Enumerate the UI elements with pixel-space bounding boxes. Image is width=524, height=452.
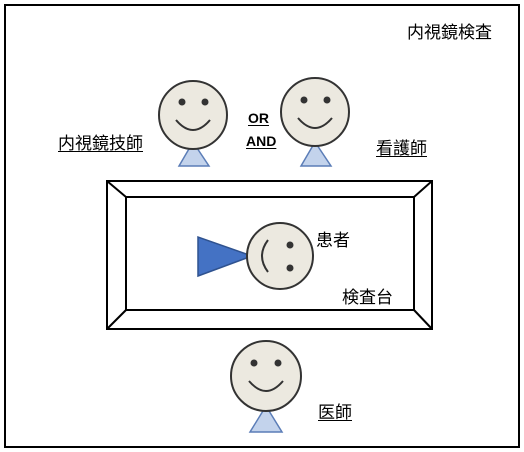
- endoscopist-label: 内視鏡技師: [58, 134, 143, 154]
- or-label: OR: [248, 110, 269, 126]
- smiley-face-icon: [158, 80, 228, 150]
- nurse-figure: [280, 77, 350, 167]
- person-body-icon: [177, 140, 211, 167]
- table-label: 検査台: [342, 288, 393, 308]
- endoscopist-figure: [158, 80, 228, 167]
- person-body-icon: [299, 140, 333, 167]
- smiley-face-icon: [280, 77, 350, 147]
- doctor-label: 医師: [318, 403, 352, 423]
- patient-figure: [197, 222, 314, 290]
- endoscope-cone-icon: [197, 235, 255, 278]
- smiley-face-icon: [246, 222, 314, 290]
- smiley-face-icon: [230, 340, 302, 412]
- doctor-figure: [230, 340, 302, 433]
- diagram-title: 内視鏡検査: [407, 23, 492, 43]
- and-label: AND: [246, 133, 277, 149]
- person-body-icon: [248, 404, 284, 433]
- patient-label: 患者: [316, 231, 350, 251]
- nurse-label: 看護師: [376, 139, 427, 159]
